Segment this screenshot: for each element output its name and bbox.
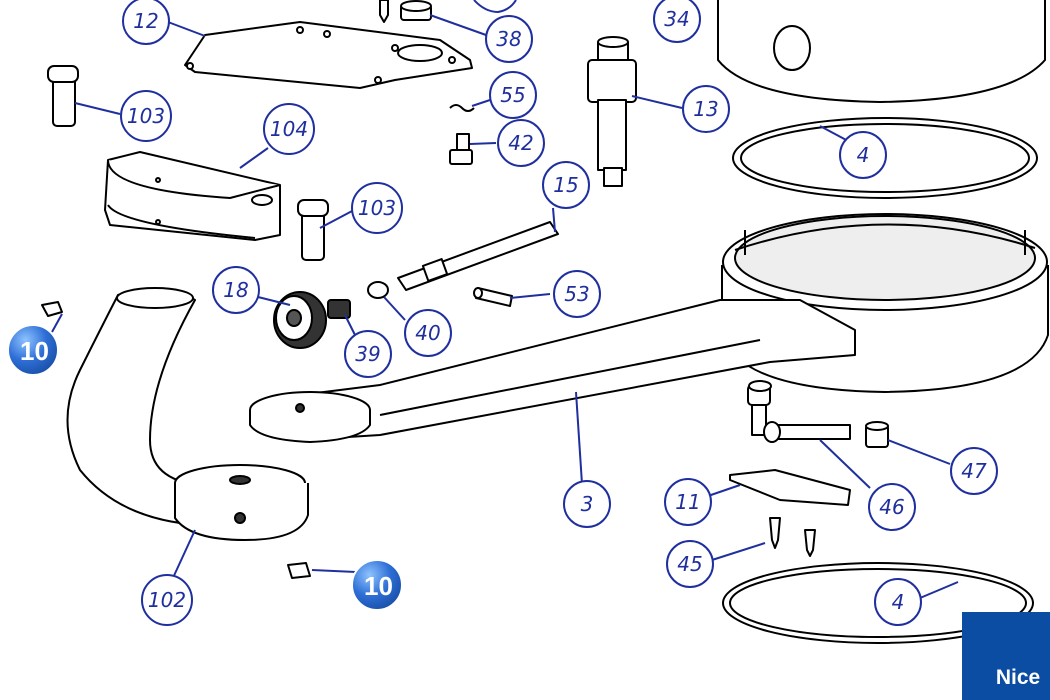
callout-34: 34 [653, 0, 701, 43]
svg-text:45: 45 [677, 552, 702, 576]
part-55-spring [449, 104, 475, 112]
svg-text:39: 39 [355, 342, 380, 366]
svg-text:102: 102 [148, 588, 186, 612]
svg-text:4: 4 [892, 590, 905, 614]
part-13-shaft [587, 36, 637, 187]
svg-text:103: 103 [358, 196, 396, 220]
part-clip-bottom [287, 562, 311, 579]
callout-47: 47 [950, 447, 998, 495]
callout-11: 11 [664, 478, 712, 526]
callout-15: 15 [542, 161, 590, 209]
callout-55: 55 [489, 71, 537, 119]
part-53-pin [473, 287, 513, 307]
part-42-screw [449, 133, 473, 165]
svg-text:18: 18 [223, 278, 248, 302]
callout-53: 53 [553, 270, 601, 318]
part-45-screws [769, 517, 816, 557]
svg-text:103: 103 [127, 104, 165, 128]
part-103-pin-middle [297, 199, 329, 261]
svg-text:11: 11 [675, 490, 700, 514]
svg-text:47: 47 [961, 459, 987, 483]
svg-text:42: 42 [508, 131, 533, 155]
callout-13: 13 [682, 85, 730, 133]
svg-text:3: 3 [581, 492, 594, 516]
callout-103-upper: 103 [120, 90, 172, 142]
svg-text:34: 34 [664, 7, 689, 31]
part-46-bolt [747, 380, 851, 443]
part-12-cover-plate [184, 21, 473, 89]
svg-text:46: 46 [879, 495, 904, 519]
svg-text:15: 15 [553, 173, 578, 197]
callout-12: 12 [122, 0, 170, 45]
svg-text:40: 40 [415, 321, 440, 345]
callout-103-lower: 103 [351, 182, 403, 234]
svg-text:53: 53 [564, 282, 589, 306]
badge-10-bottom[interactable]: 10 [351, 559, 403, 611]
part-top-bolt [379, 0, 389, 23]
callout-4-upper: 4 [839, 131, 887, 179]
part-3-arm [249, 299, 856, 443]
callout-102: 102 [141, 574, 193, 626]
part-clip-left [41, 301, 63, 317]
part-102-curved-arm [66, 287, 309, 541]
svg-text:10: 10 [20, 336, 49, 366]
svg-text:10: 10 [364, 571, 393, 601]
part-34-motor-housing [717, 0, 1046, 103]
callout-39: 39 [344, 330, 392, 378]
callout-40: 40 [404, 309, 452, 357]
callout-cut-off-top [473, 0, 517, 14]
svg-text:104: 104 [270, 117, 308, 141]
callout-3: 3 [563, 480, 611, 528]
callout-42: 42 [497, 119, 545, 167]
svg-text:Nice: Nice [996, 666, 1040, 689]
part-4-gasket-upper [732, 117, 1038, 199]
part-104-bracket [104, 151, 281, 241]
callout-38: 38 [485, 15, 533, 63]
callouts: 12 38 34 103 55 13 104 42 4 15 103 18 53… [120, 0, 998, 626]
badge-10-left[interactable]: 10 [7, 324, 59, 376]
svg-text:12: 12 [133, 9, 158, 33]
part-15-shaft [397, 221, 559, 291]
part-4-gasket-lower [722, 562, 1034, 644]
part-18-bearing [273, 291, 327, 349]
part-40-circlip [367, 281, 389, 299]
part-gear-housing [721, 213, 1049, 393]
svg-text:38: 38 [496, 27, 521, 51]
svg-text:55: 55 [500, 83, 525, 107]
callout-104: 104 [263, 103, 315, 155]
callout-18: 18 [212, 266, 260, 314]
part-11-plate [729, 469, 851, 506]
leader-lines [51, 14, 959, 599]
callout-46: 46 [868, 483, 916, 531]
parts-drawing [41, 0, 1049, 644]
part-38-bushing [400, 0, 432, 21]
nice-logo: Nice [962, 612, 1050, 700]
callout-4-lower: 4 [874, 578, 922, 626]
part-103-pin-left [47, 65, 79, 127]
part-47-nut [865, 421, 889, 448]
callout-45: 45 [666, 540, 714, 588]
svg-text:4: 4 [857, 143, 870, 167]
svg-text:13: 13 [693, 97, 718, 121]
part-39-insert [327, 299, 351, 319]
